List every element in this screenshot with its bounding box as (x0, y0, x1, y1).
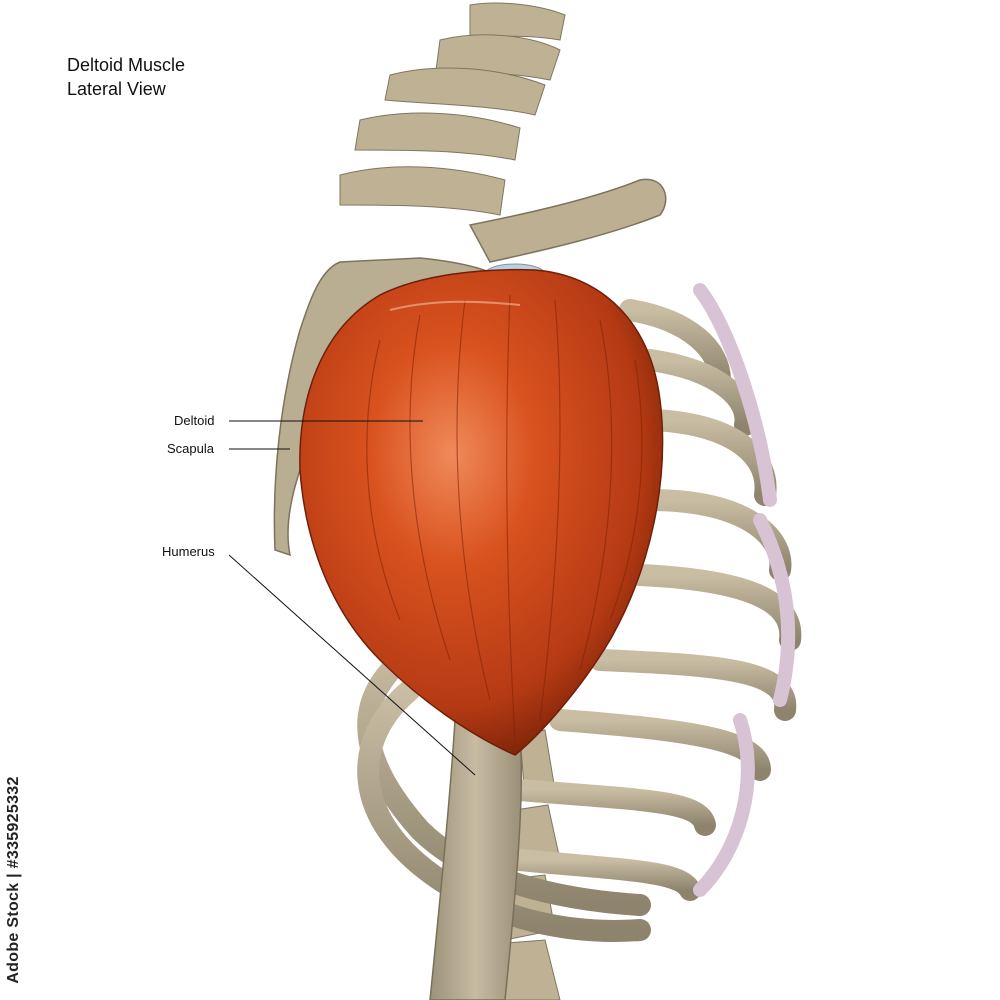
humerus-leader-line (228, 554, 476, 776)
scapula-label: Scapula (167, 441, 214, 456)
stock-watermark: Adobe Stock | #335925332 (2, 760, 26, 1000)
deltoid-muscle (299, 268, 664, 756)
deltoid-label: Deltoid (174, 413, 215, 428)
rib-cage (357, 283, 802, 942)
title-line-2: Lateral View (67, 79, 166, 99)
stock-watermark-text: Adobe Stock | #335925332 (5, 776, 22, 984)
spine (339, 2, 566, 1000)
clavicle (468, 178, 667, 263)
humerus (429, 719, 523, 1000)
humerus-label: Humerus (162, 544, 215, 559)
title-line-1: Deltoid Muscle (67, 55, 186, 75)
figure-title: Deltoid Muscle Lateral View (67, 53, 185, 101)
